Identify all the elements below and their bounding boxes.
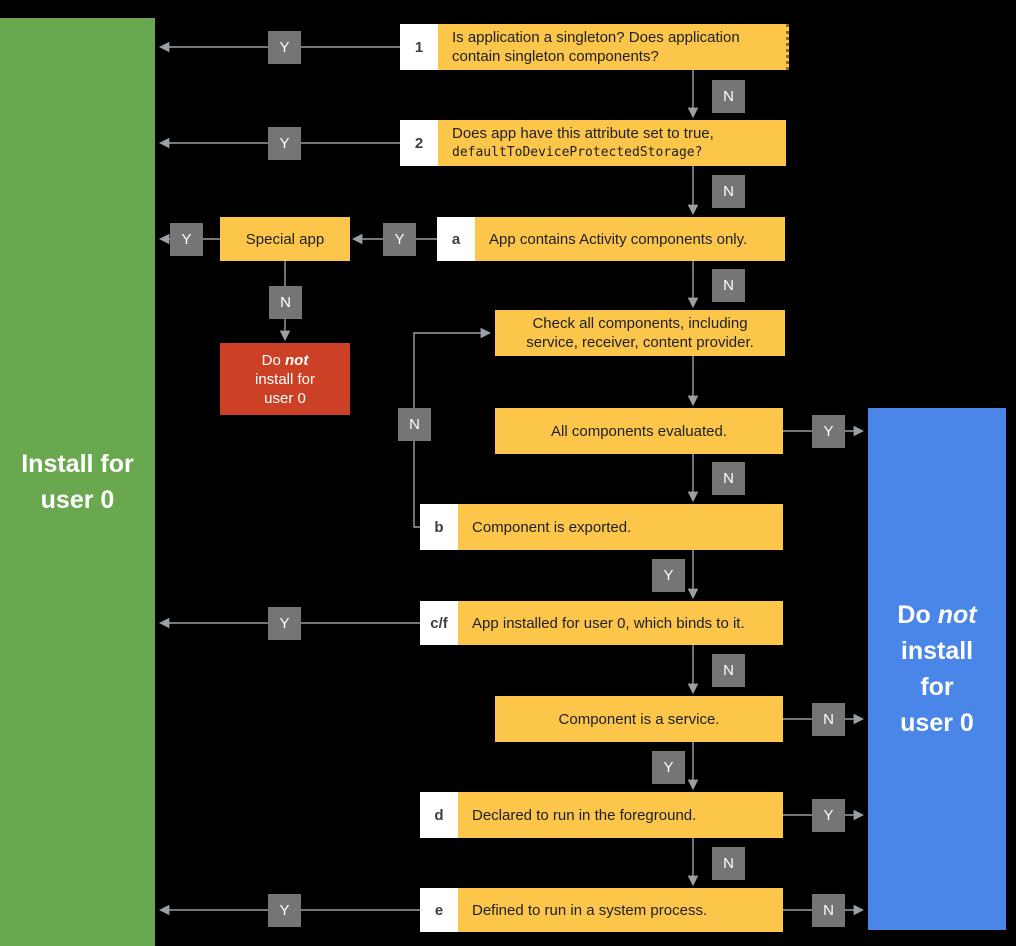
yes-badge: Y <box>170 223 203 256</box>
do-not-install-red-node: Do not install for user 0 <box>220 343 350 415</box>
terminal-text-line: Install for <box>21 449 134 478</box>
node-text: Component is a service. <box>558 710 720 728</box>
node-text: Special app <box>245 230 325 248</box>
install-user0-terminal: Install for user 0 <box>0 18 155 946</box>
decision-node-cf: c/f App installed for user 0, which bind… <box>420 601 783 645</box>
red-node-line: user 0 <box>264 389 306 407</box>
decision-node-b: b Component is exported. <box>420 504 783 550</box>
node-key-label: b <box>420 504 458 550</box>
special-app-node: Special app <box>220 217 350 261</box>
no-badge: N <box>812 894 845 927</box>
no-badge: N <box>712 847 745 880</box>
check-components-node: Check all components, including service,… <box>495 310 785 356</box>
yes-badge: Y <box>652 559 685 592</box>
node-key-label: 2 <box>400 120 438 166</box>
node-text: Is application a singleton? Does applica… <box>452 29 740 65</box>
no-badge: N <box>712 175 745 208</box>
terminal-text-line: for <box>920 673 954 701</box>
decision-node-1: 1 Is application a singleton? Does appli… <box>400 24 789 70</box>
node-text: App installed for user 0, which binds to… <box>472 614 745 632</box>
node-text: Defined to run in a system process. <box>472 901 708 919</box>
no-badge: N <box>712 462 745 495</box>
node-text: Does app have this attribute set to true… <box>452 125 714 142</box>
terminal-text-line: user 0 <box>40 486 115 514</box>
node-key-label: c/f <box>420 601 458 645</box>
no-badge: N <box>712 269 745 302</box>
yes-badge: Y <box>268 894 301 927</box>
node-text: Check all components, including <box>532 315 748 332</box>
do-not-install-user0-terminal: Do not install for user 0 <box>868 408 1006 930</box>
terminal-text-line: user 0 <box>900 709 974 738</box>
no-badge: N <box>269 286 302 319</box>
yes-badge: Y <box>268 607 301 640</box>
yes-badge: Y <box>268 127 301 160</box>
decision-node-2: 2 Does app have this attribute set to tr… <box>400 120 786 166</box>
node-key-label: d <box>420 792 458 838</box>
terminal-text-line: Do not <box>897 600 977 629</box>
node-text: service, receiver, content provider. <box>526 334 754 351</box>
red-node-line: install for <box>254 370 316 388</box>
decision-node-a: a App contains Activity components only. <box>437 217 785 261</box>
node-text: Component is exported. <box>472 518 632 536</box>
yes-badge: Y <box>812 799 845 832</box>
yes-badge: Y <box>383 223 416 256</box>
node-text: Declared to run in the foreground. <box>472 806 697 824</box>
decision-node-d: d Declared to run in the foreground. <box>420 792 783 838</box>
yes-badge: Y <box>652 751 685 784</box>
node-key-label: a <box>437 217 475 261</box>
node-key-label: 1 <box>400 24 438 70</box>
red-node-line: Do not <box>261 351 309 369</box>
node-code-text: defaultToDeviceProtectedStorage? <box>452 145 703 160</box>
node-text: All components evaluated. <box>551 422 727 440</box>
yes-badge: Y <box>268 31 301 64</box>
yes-badge: Y <box>812 415 845 448</box>
node-text: App contains Activity components only. <box>489 230 748 248</box>
terminal-text-line: install <box>900 636 974 665</box>
no-badge: N <box>712 80 745 113</box>
no-badge: N <box>812 703 845 736</box>
no-badge: N <box>712 654 745 687</box>
node-key-label: e <box>420 888 458 932</box>
no-badge: N <box>398 408 431 441</box>
component-is-service-node: Component is a service. <box>495 696 783 742</box>
components-evaluated-node: All components evaluated. <box>495 408 783 454</box>
decision-node-e: e Defined to run in a system process. <box>420 888 783 932</box>
